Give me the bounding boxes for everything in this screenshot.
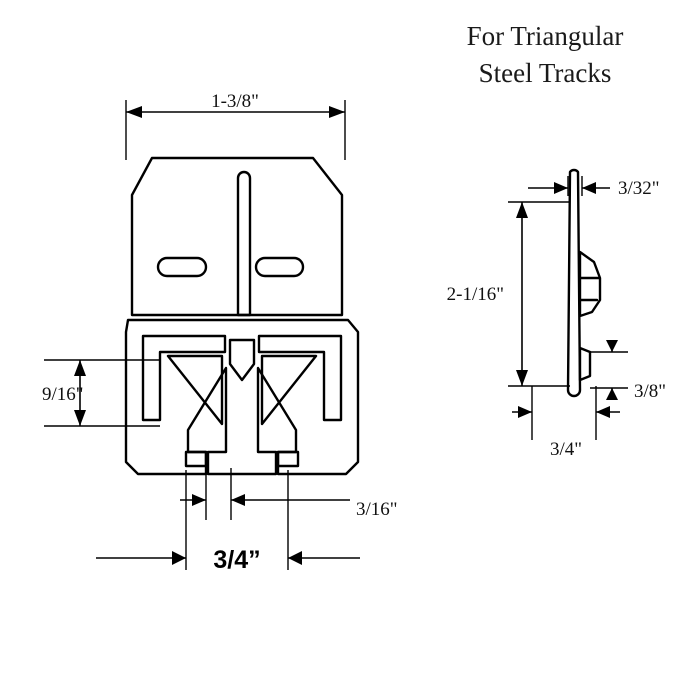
page-title: For Triangular Steel Tracks (466, 21, 624, 88)
dim-base-width: 3/4” (213, 546, 260, 574)
dim-overall-width: 1-3/8" (211, 91, 259, 112)
dim-foot-gap: 3/16" (356, 499, 398, 520)
dim-overall-height: 2-1/16" (447, 284, 504, 305)
side-view-part (566, 168, 602, 398)
dim-boss-width: 3/4" (550, 439, 582, 460)
front-view-part (124, 156, 360, 476)
dim-boss-height: 3/8" (634, 381, 666, 402)
side-view-dimensions: 3/32" 2-1/16" 3/8" 3/4" (447, 176, 666, 460)
dim-leg-height: 9/16" (42, 384, 84, 405)
front-view-dimensions: 1-3/8" 9/16" 3/16" 3/4” (42, 91, 398, 574)
dim-thickness: 3/32" (618, 178, 660, 199)
